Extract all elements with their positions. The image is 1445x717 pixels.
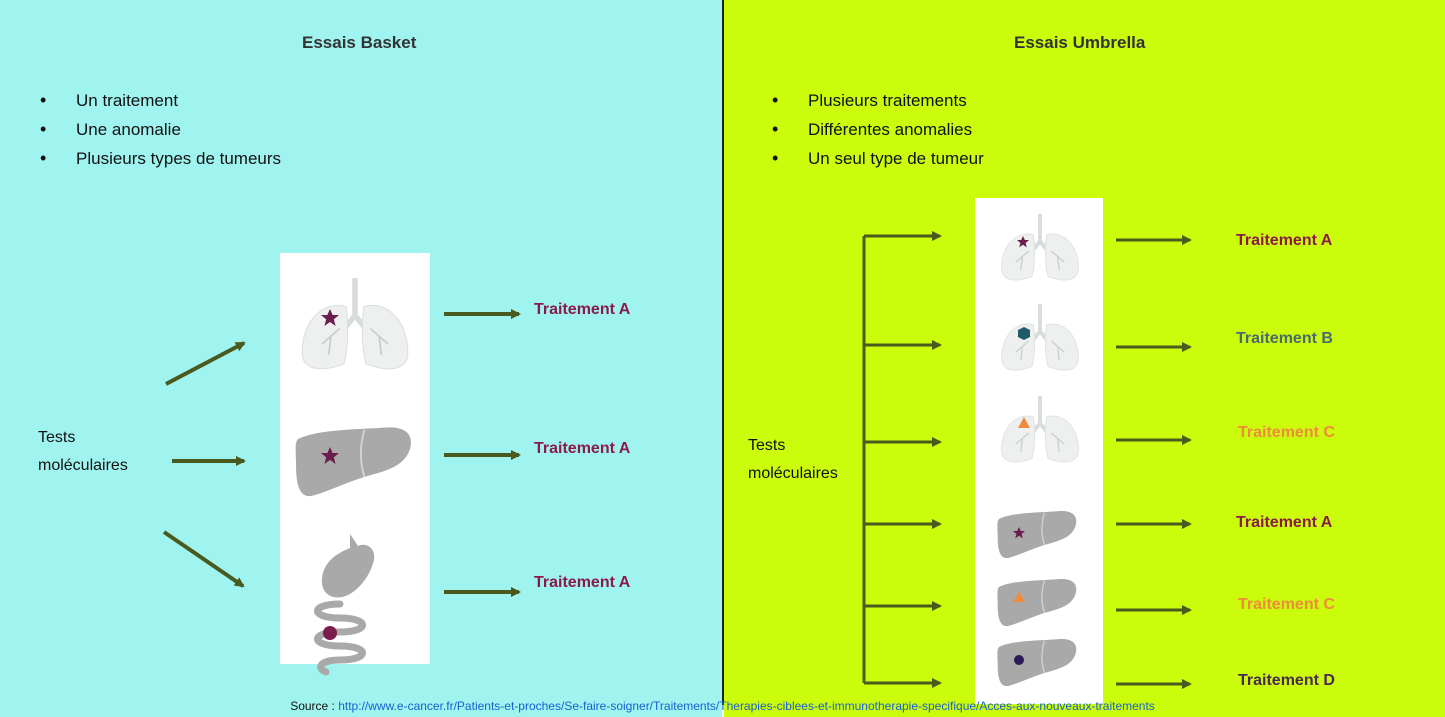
stomach-intestine-icon <box>318 534 375 672</box>
liver-icon <box>997 579 1076 626</box>
liver-icon <box>296 427 411 496</box>
liver-icon <box>997 639 1076 686</box>
source-caption: Source : http://www.e-cancer.fr/Patients… <box>0 699 1445 713</box>
circle-marker-icon <box>1014 655 1024 665</box>
lung-icon <box>1002 304 1079 370</box>
source-link[interactable]: http://www.e-cancer.fr/Patients-et-proch… <box>338 699 1155 713</box>
arrow-icon <box>166 343 244 384</box>
lung-icon <box>1002 214 1079 280</box>
liver-icon <box>997 511 1076 558</box>
source-prefix: Source : <box>290 699 338 713</box>
circle-marker-icon <box>323 626 337 640</box>
lung-icon <box>1002 396 1079 462</box>
arrow-icon <box>164 532 243 586</box>
lung-icon <box>302 278 408 369</box>
